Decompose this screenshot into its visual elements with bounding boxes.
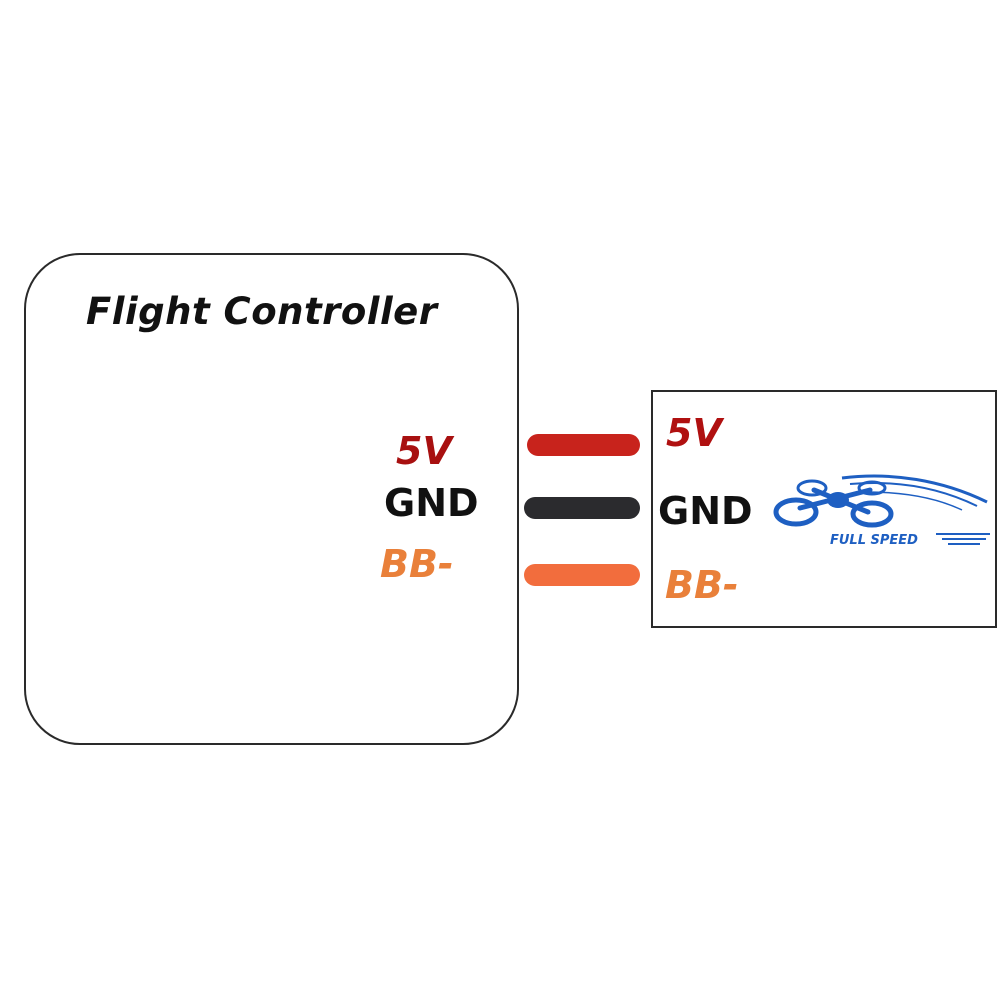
- flight-controller-title: Flight Controller: [86, 290, 438, 333]
- fc-pin-5v-label: 5V: [396, 429, 452, 473]
- device-pin-bb-label: BB-: [665, 563, 739, 607]
- flight-controller-box: [24, 253, 519, 745]
- wire-bb: [524, 564, 640, 586]
- device-pin-5v-label: 5V: [666, 411, 722, 455]
- device-box: [651, 390, 997, 628]
- fc-pin-bb-label: BB-: [380, 542, 454, 586]
- full-speed-logo: FULL SPEED: [773, 474, 990, 548]
- quadcopter-icon: [773, 474, 990, 545]
- device-pin-gnd-label: GND: [658, 489, 753, 533]
- logo-text: FULL SPEED: [830, 533, 918, 548]
- wire-5v: [527, 434, 640, 456]
- wire-gnd: [524, 497, 640, 519]
- fc-pin-gnd-label: GND: [384, 481, 479, 525]
